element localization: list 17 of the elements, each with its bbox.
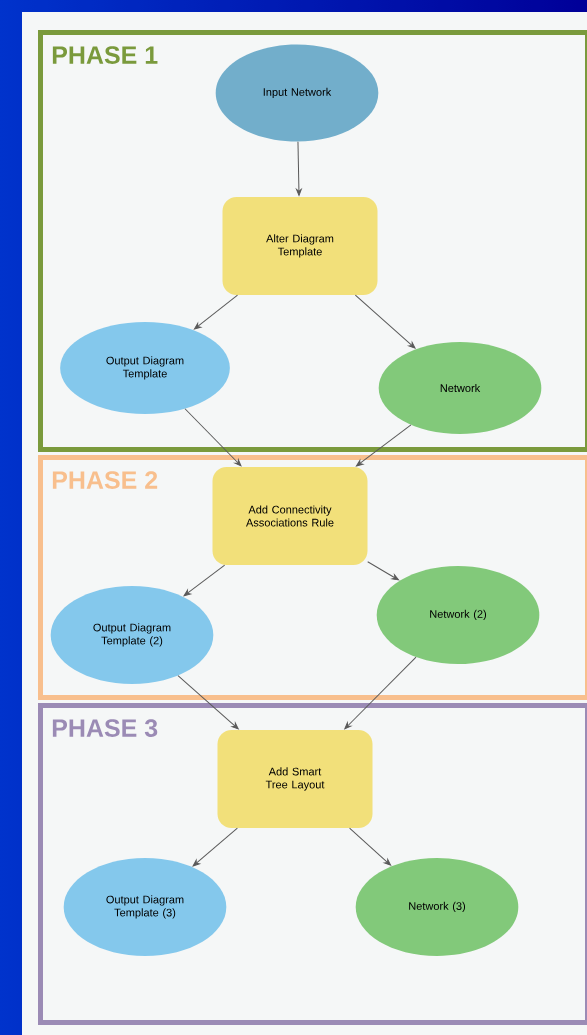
- arrow: [355, 424, 412, 467]
- process-box: Add Smart Tree Layout: [217, 730, 373, 828]
- arrow: [192, 827, 238, 867]
- arrow: [193, 294, 239, 330]
- phase-label: PHASE 1: [52, 46, 158, 64]
- process-box: Alter Diagram Template: [222, 197, 378, 295]
- arrow: [367, 561, 399, 581]
- arrow: [183, 564, 226, 597]
- arrow: [184, 408, 242, 467]
- arrow: [344, 656, 417, 730]
- arrow: [177, 675, 239, 730]
- arrow: [354, 294, 416, 349]
- arrow: [349, 827, 392, 866]
- phase-label: PHASE 2: [52, 471, 158, 489]
- phase-label: PHASE 3: [52, 719, 158, 737]
- arrow: [296, 141, 302, 196]
- process-box: Add Connectivity Associations Rule: [212, 467, 368, 565]
